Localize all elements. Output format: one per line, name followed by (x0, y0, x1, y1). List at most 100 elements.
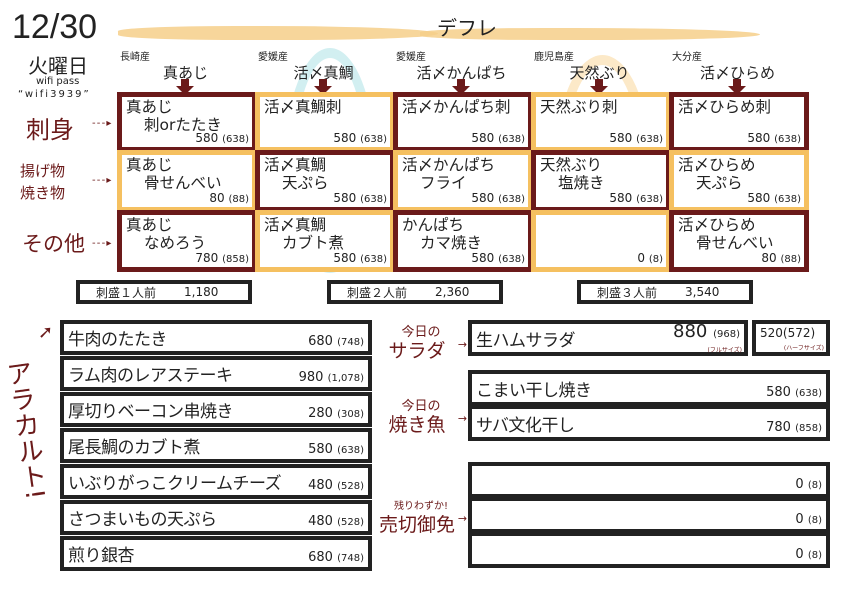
price-value: 280 (308, 406, 333, 421)
price-tax: (8) (807, 515, 822, 526)
platter-label: 刺盛１人前 (96, 285, 157, 300)
item-price: 780 (858) (766, 420, 822, 435)
price-tax: (638) (636, 194, 663, 205)
item-name-line1: 真あじ (126, 98, 173, 116)
curved-arrow-icon: ➚ (38, 322, 54, 343)
weekday: 火曜日 (28, 54, 88, 78)
price-value: 680 (308, 334, 333, 349)
dashed-arrow-icon: - - - ▸ (92, 118, 111, 129)
section-label-small: 今日の (401, 325, 441, 340)
item-name-line2: カマ焼き (420, 234, 483, 252)
price-value: 80 (761, 251, 777, 265)
item-price: 680 (748) (308, 334, 364, 349)
item-name-line1: 天然ぶり (540, 156, 603, 174)
price-tax: (638) (795, 388, 822, 399)
item-price: 880 (968) (673, 322, 740, 345)
platter-price: 1,180 (184, 285, 219, 299)
price-tax: (858) (795, 423, 822, 434)
list-item[interactable]: 0 (8) (468, 497, 830, 533)
price-value: 880 (673, 321, 708, 342)
price-tax: (638) (360, 254, 387, 265)
price-value: 980 (298, 370, 324, 385)
price-tax: (8) (807, 550, 822, 561)
item-price: 580 (638) (747, 132, 801, 146)
item-price: 0 (8) (637, 252, 663, 266)
page-title: デフレ (437, 16, 497, 40)
item-price: 80 (88) (761, 252, 801, 266)
item-name: サバ文化干し (476, 415, 575, 436)
fish-name: 活〆かんぱち (416, 64, 507, 82)
arrow-down-icon (314, 79, 332, 95)
sashimi-platter[interactable]: 刺盛１人前 1,180 (76, 280, 252, 304)
item-name-line2: 天ぷら (696, 174, 743, 192)
list-item[interactable]: 0 (8) (468, 532, 830, 568)
price-value: 580 (747, 191, 771, 205)
price-value: 480 (308, 514, 333, 529)
price-tax: (638) (498, 194, 525, 205)
item-price: 580 (638) (609, 132, 663, 146)
price-value: 580 (471, 251, 495, 265)
salad-half-item[interactable]: 520 (572)(ハーフサイズ) (752, 320, 830, 356)
price-value: 0 (795, 512, 804, 527)
price-value: 580 (195, 131, 219, 145)
list-item[interactable]: サバ文化干し 780 (858) (468, 405, 830, 441)
arrow-icon: → (457, 338, 468, 351)
item-name-line1: 天然ぶり刺 (540, 98, 618, 116)
menu-cell[interactable]: 天然ぶり刺 580 (638) (531, 92, 671, 152)
item-name-line2: カブト煮 (282, 234, 345, 252)
price-tax: (638) (222, 134, 249, 145)
item-price: 680 (748) (308, 550, 364, 565)
price-tax: (858) (222, 254, 249, 265)
section-label-big: 売切御免 (378, 514, 455, 536)
arrow-down-icon (452, 79, 470, 95)
fish-origin: 長崎産 (120, 52, 150, 63)
price-value: 580 (747, 131, 771, 145)
item-name-line2: なめろう (144, 234, 207, 252)
item-price: 0 (8) (795, 512, 822, 527)
list-item[interactable]: 0 (8) (468, 462, 830, 498)
price-tax: (748) (337, 553, 364, 564)
item-price: 580 (638) (747, 192, 801, 206)
platter-price: 2,360 (435, 285, 470, 299)
item-name-line2: 骨せんべい (144, 174, 222, 192)
price-value: 580 (471, 191, 495, 205)
item-price: 480 (528) (308, 514, 364, 529)
arrow-icon: → (457, 512, 468, 525)
item-name-line2: 天ぷら (282, 174, 329, 192)
menu-cell[interactable]: 0 (8) (531, 210, 671, 272)
price-tax: (638) (498, 254, 525, 265)
price-tax: (528) (337, 481, 364, 492)
fish-origin: 鹿児島産 (534, 52, 574, 63)
item-price: 580 (638) (333, 252, 387, 266)
wifi-password: “wifi3939” (18, 89, 91, 100)
item-name: いぶりがっこクリームチーズ (68, 474, 282, 494)
item-name-line2: 骨せんべい (696, 234, 774, 252)
item-name: ラム肉のレアステーキ (68, 366, 233, 386)
item-price: 780 (858) (195, 252, 249, 266)
price-value: 780 (195, 251, 219, 265)
